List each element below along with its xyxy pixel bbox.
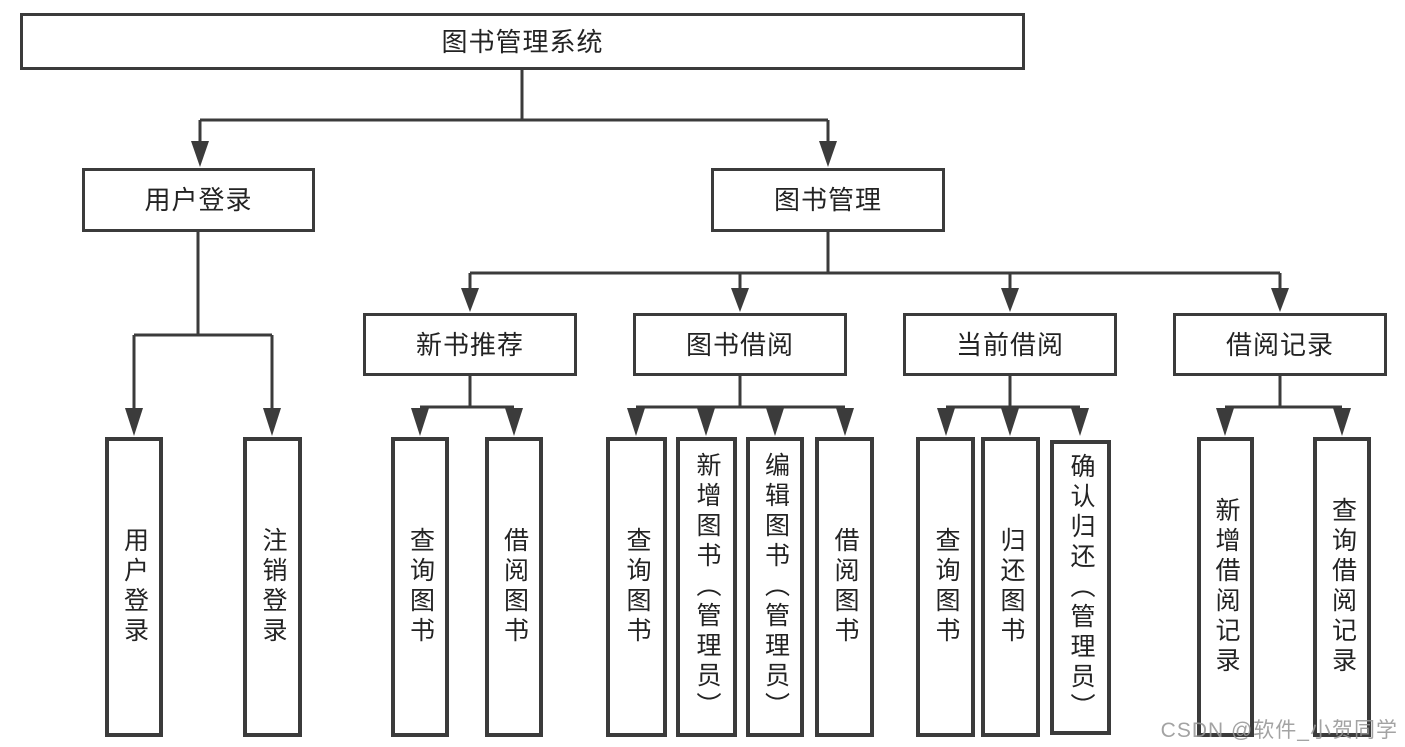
node-leaf-confirm-return-admin: 确认归还（管理员） [1050,440,1111,735]
arrow-icon [627,408,645,436]
csdn-watermark: CSDN @软件_小贺同学 [1160,719,1398,742]
node-leaf-query-borrow-record: 查询借阅记录 [1313,437,1371,737]
edge-line [198,70,830,143]
edge-line [468,232,1282,290]
arrow-icon [1001,288,1019,312]
edge-line [132,232,274,410]
node-label: 借阅图书 [500,527,529,647]
node-label: 编辑图书（管理员） [761,452,790,722]
node-new-book-recommend: 新书推荐 [363,313,577,376]
node-label: 图书管理系统 [441,26,604,57]
node-book-management-branch: 图书管理 [711,168,945,232]
node-label: 借阅图书 [831,527,859,647]
node-root-system: 图书管理系统 [20,13,1025,70]
arrow-icon [263,408,281,436]
arrowheads [125,141,1351,436]
node-leaf-query-book-recommend: 查询图书 [391,437,449,737]
node-label: 查询图书 [932,527,960,647]
node-leaf-logout: 注销登录 [243,437,302,737]
node-label: 查询图书 [623,527,651,647]
node-book-borrowing: 图书借阅 [633,313,847,376]
node-leaf-borrow-book-recommend: 借阅图书 [485,437,543,737]
node-label: 借阅记录 [1225,329,1334,360]
arrow-icon [191,141,209,167]
arrow-icon [836,408,854,436]
node-label: 用户登录 [144,185,253,215]
node-user-login-branch: 用户登录 [82,168,315,232]
arrow-icon [411,408,429,436]
node-label: 图书借阅 [685,329,794,360]
edge-userlogin-to-leaves [132,232,274,410]
arrow-icon [937,408,955,436]
arrow-icon [819,141,837,167]
arrow-icon [1001,408,1019,436]
arrow-icon [1216,408,1234,436]
arrow-icon [766,408,784,436]
edge-bookmgmt-to-level3 [468,232,1282,290]
node-leaf-query-book-current: 查询图书 [916,437,975,737]
node-label: 注销登录 [259,527,287,647]
node-leaf-return-book: 归还图书 [981,437,1040,737]
edge-level3-to-leaves [420,376,1342,409]
node-leaf-add-borrow-record: 新增借阅记录 [1197,437,1254,737]
arrow-icon [697,408,715,436]
node-label: 确认归还（管理员） [1067,452,1095,723]
arrow-icon [1271,288,1289,312]
node-label: 新书推荐 [415,329,524,360]
arrow-icon [1333,408,1351,436]
node-leaf-borrow-book: 借阅图书 [815,437,874,737]
node-label: 查询图书 [406,527,435,647]
arrow-icon [461,288,479,312]
node-leaf-query-book-borrowing: 查询图书 [606,437,667,737]
node-leaf-user-login: 用户登录 [105,437,163,737]
node-leaf-edit-book-admin: 编辑图书（管理员） [746,437,804,737]
node-label: 查询借阅记录 [1328,497,1357,677]
node-label: 归还图书 [997,527,1025,647]
edge-line [420,376,1342,409]
node-label: 新增图书（管理员） [693,452,721,722]
node-label: 用户登录 [120,527,149,647]
node-label: 图书管理 [773,185,882,215]
arrow-icon [125,408,143,436]
node-leaf-add-book-admin: 新增图书（管理员） [676,437,737,737]
node-borrowing-records: 借阅记录 [1173,313,1387,376]
arrow-icon [505,408,523,436]
arrow-icon [1071,408,1089,436]
arrow-icon [731,288,749,312]
node-label: 当前借阅 [955,329,1064,360]
node-current-borrowing: 当前借阅 [903,313,1117,376]
node-label: 新增借阅记录 [1212,497,1240,677]
edge-root-to-level2 [198,70,830,143]
